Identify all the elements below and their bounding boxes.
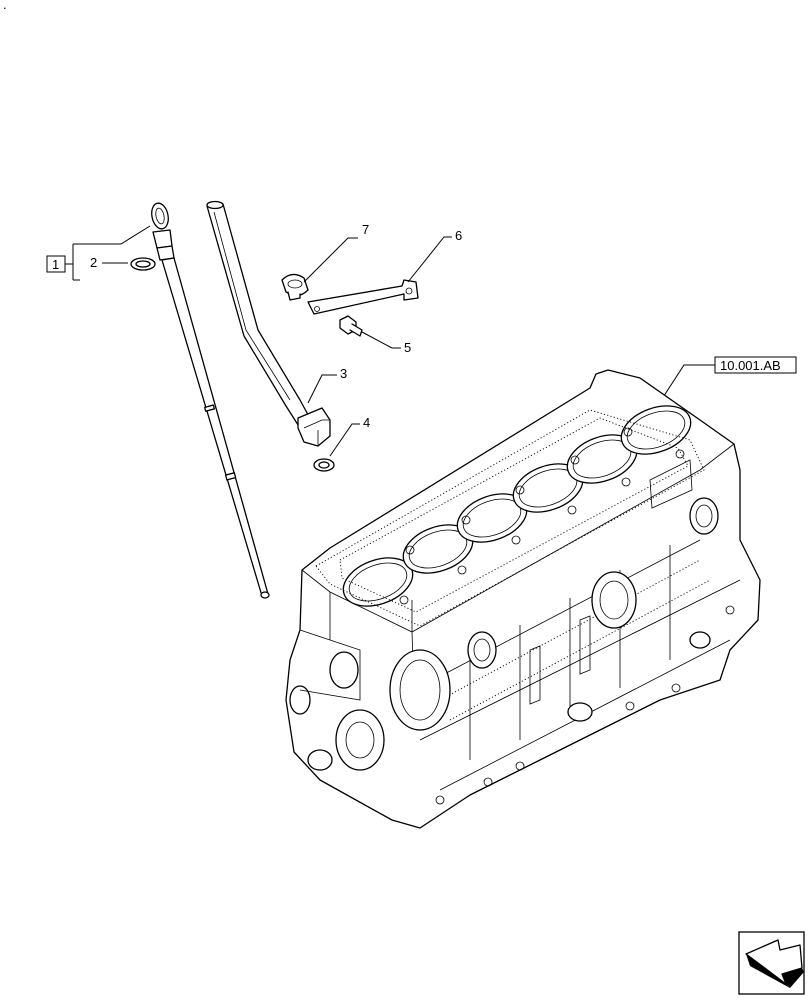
- callout-4-label: 4: [363, 415, 370, 430]
- callout-6[interactable]: 6: [407, 228, 462, 283]
- callout-reference[interactable]: 10.001.AB: [657, 356, 797, 406]
- callout-3[interactable]: 3: [307, 366, 347, 404]
- callout-5[interactable]: 5: [361, 331, 411, 355]
- deck-bolt-holes: [315, 409, 705, 627]
- callout-7[interactable]: 7: [303, 222, 369, 283]
- callout-4[interactable]: 4: [329, 415, 370, 457]
- callout-2[interactable]: 2: [90, 255, 128, 270]
- o-ring-part-2: [130, 257, 156, 271]
- navigation-arrow-icon[interactable]: [738, 931, 805, 995]
- engine-block: [285, 369, 761, 829]
- callout-reference-label: 10.001.AB: [720, 358, 781, 373]
- callout-2-label: 2: [90, 255, 97, 270]
- sealing-washer-part-4: [313, 458, 335, 472]
- callout-group-1[interactable]: 1: [46, 225, 151, 281]
- callout-7-label: 7: [362, 222, 369, 237]
- cylinder-bores: [342, 405, 692, 607]
- clamp-part-7: [281, 273, 309, 301]
- dipstick-tube-part-3: [206, 200, 331, 447]
- bracket-part-6: [307, 279, 419, 315]
- callout-5-label: 5: [404, 340, 411, 355]
- callout-group-1-label: 1: [52, 257, 59, 272]
- block-side-details: [289, 459, 741, 805]
- callout-3-label: 3: [340, 366, 347, 381]
- callout-6-label: 6: [455, 228, 462, 243]
- dipstick-part: [151, 202, 270, 599]
- corner-mark: .: [3, 0, 7, 12]
- bolt-part-5: [339, 315, 363, 337]
